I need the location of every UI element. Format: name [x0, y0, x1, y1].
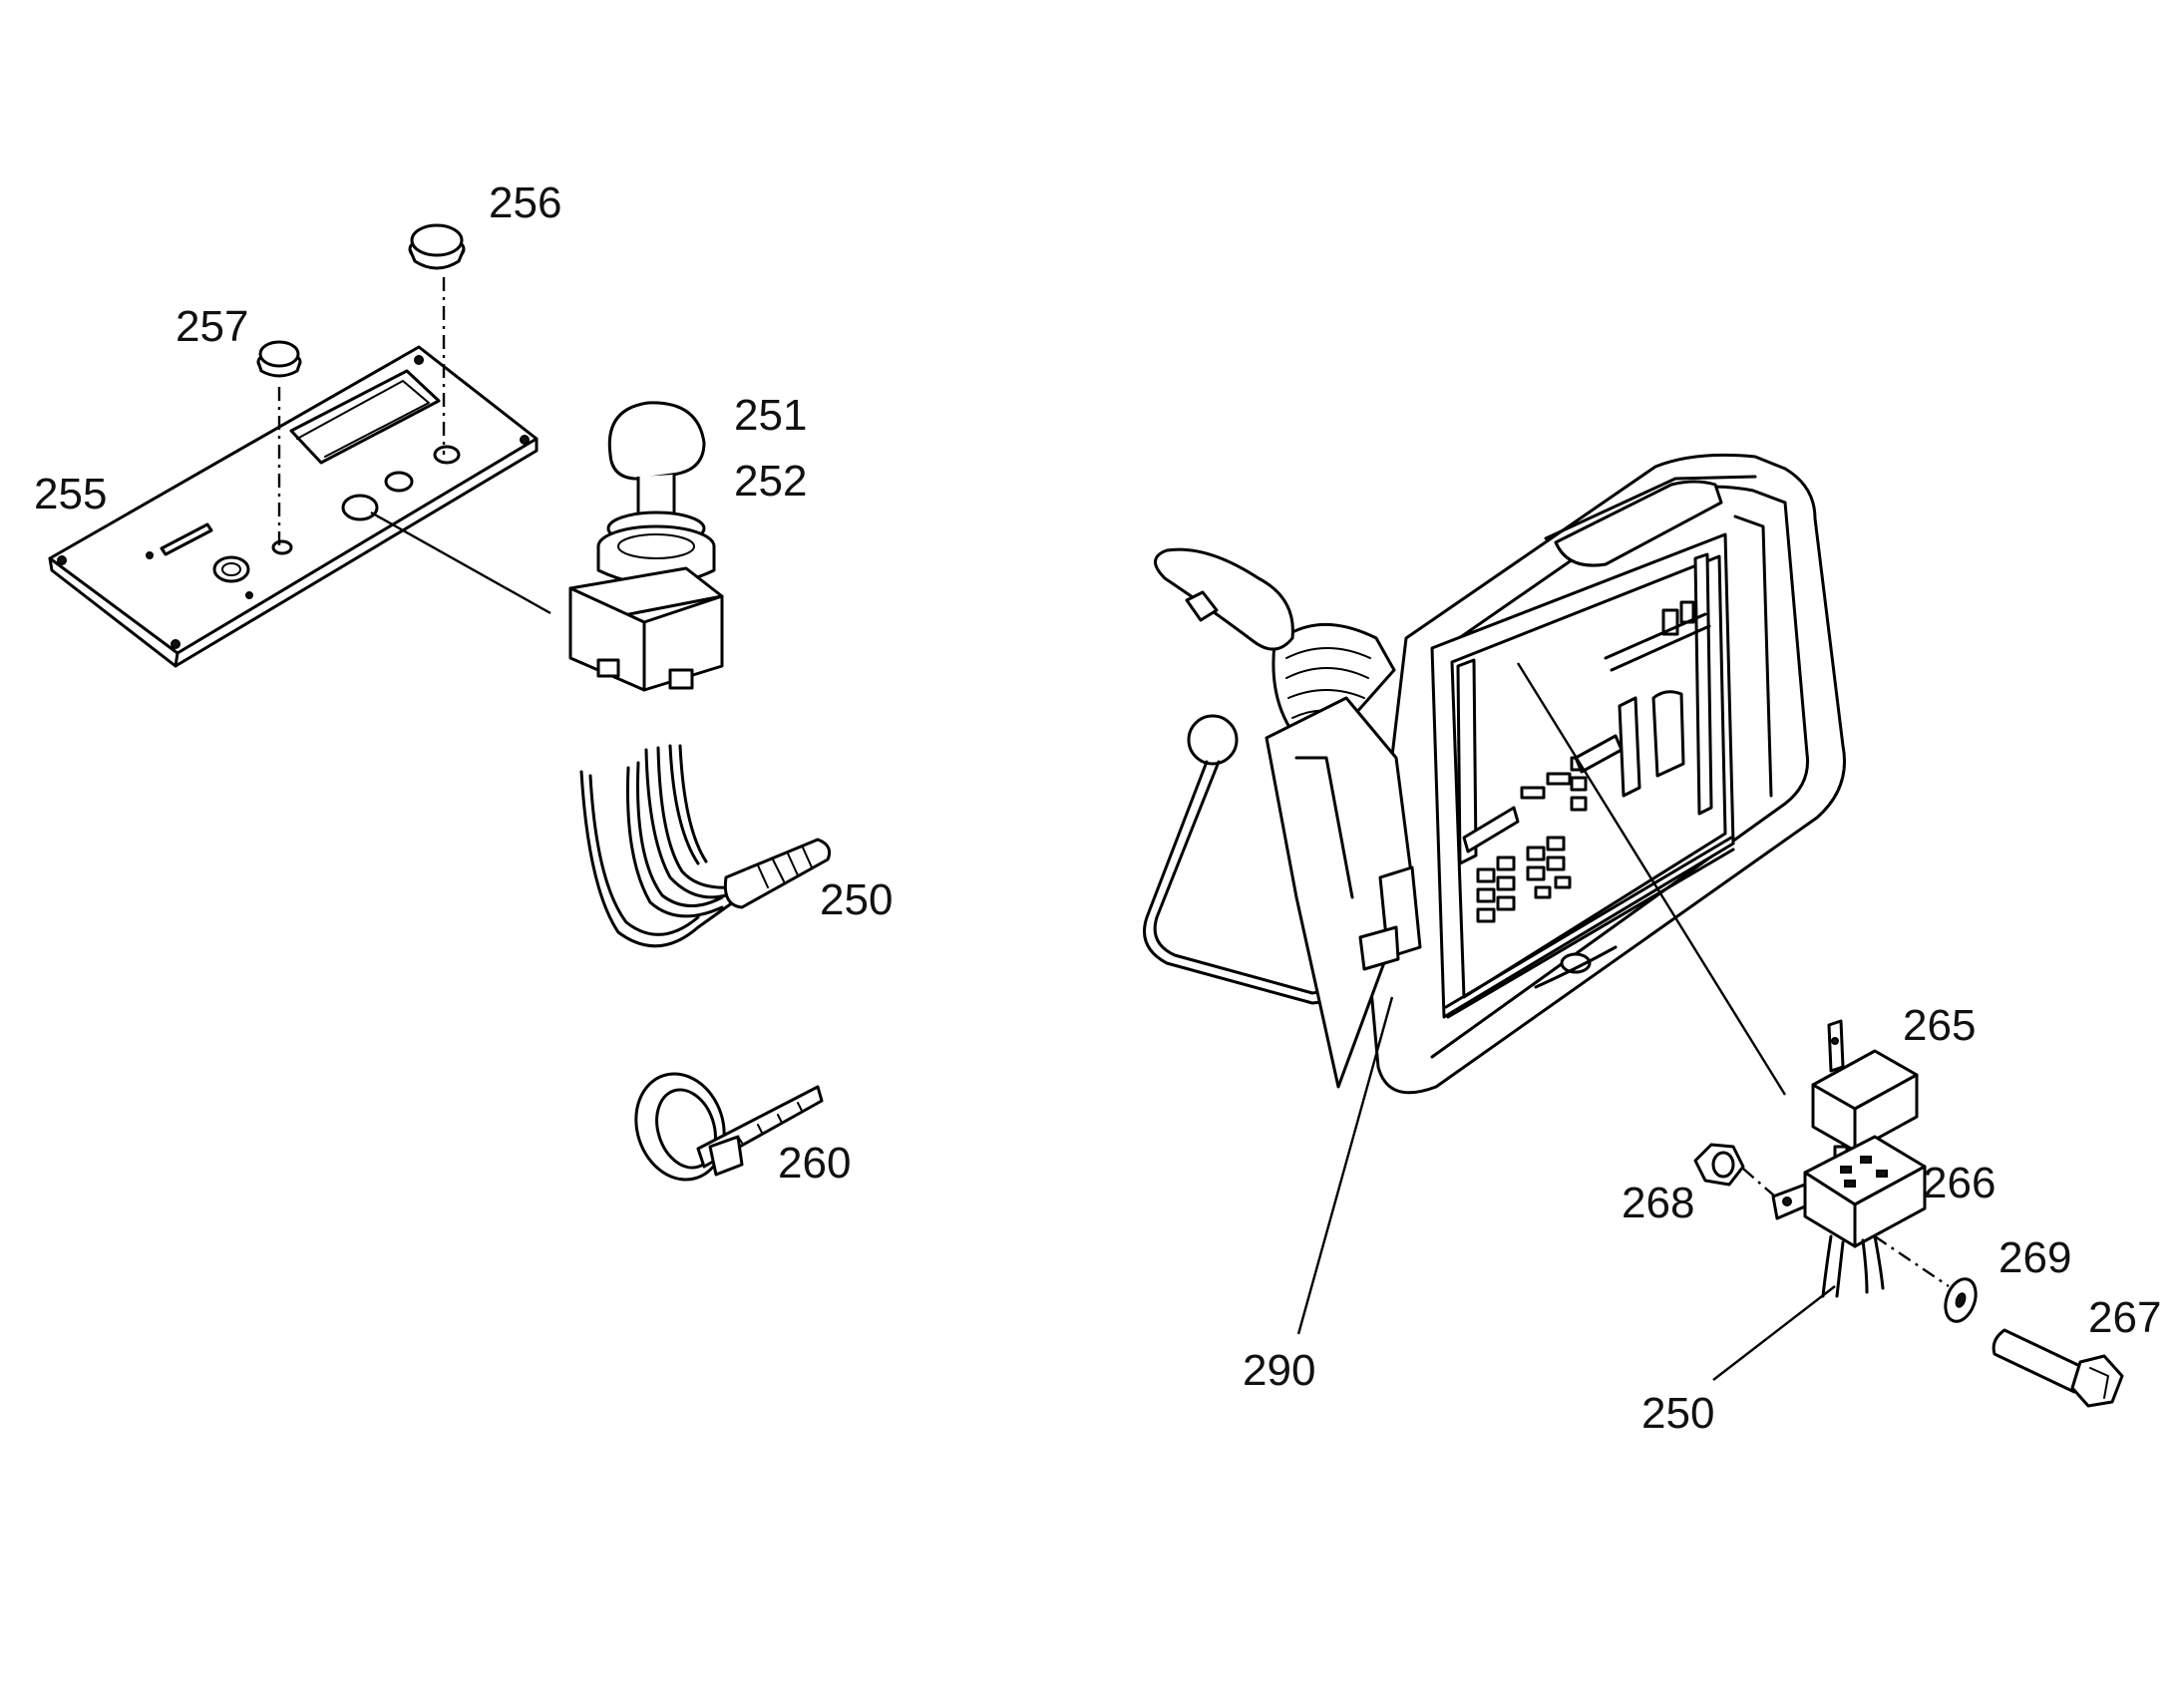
callout-269: 269 — [1998, 1233, 2071, 1282]
callout-255: 255 — [34, 470, 107, 518]
callout-252: 252 — [734, 457, 807, 506]
callout-290: 290 — [1243, 1346, 1315, 1395]
relay-socket-266 — [1771, 1135, 1927, 1298]
relay-265 — [1516, 662, 1919, 1159]
mounting-plate-255 — [48, 345, 539, 668]
callout-267: 267 — [2088, 1293, 2161, 1342]
joystick-console-housing — [1143, 453, 1847, 1095]
callout-266: 266 — [1923, 1159, 1996, 1207]
callout-257: 257 — [176, 302, 248, 351]
callout-256: 256 — [489, 178, 561, 227]
nut-268 — [1693, 1143, 1776, 1197]
wire-harness-250-left — [579, 744, 832, 948]
callout-250-right: 250 — [1641, 1389, 1714, 1438]
cable-tie-260 — [634, 1072, 824, 1182]
callout-265: 265 — [1903, 1001, 1976, 1050]
callout-250-left: 250 — [820, 875, 893, 924]
callout-268: 268 — [1622, 1179, 1694, 1227]
washer-269 — [1874, 1235, 1978, 1323]
leader-290 — [1296, 996, 1394, 1335]
callout-251: 251 — [734, 391, 807, 440]
leader-250-right — [1712, 1285, 1836, 1381]
callout-260: 260 — [778, 1139, 851, 1188]
bolt-267 — [1992, 1328, 2124, 1408]
cap-256 — [408, 223, 466, 455]
cap-257 — [256, 340, 302, 548]
key-switch-251-252 — [370, 401, 724, 692]
